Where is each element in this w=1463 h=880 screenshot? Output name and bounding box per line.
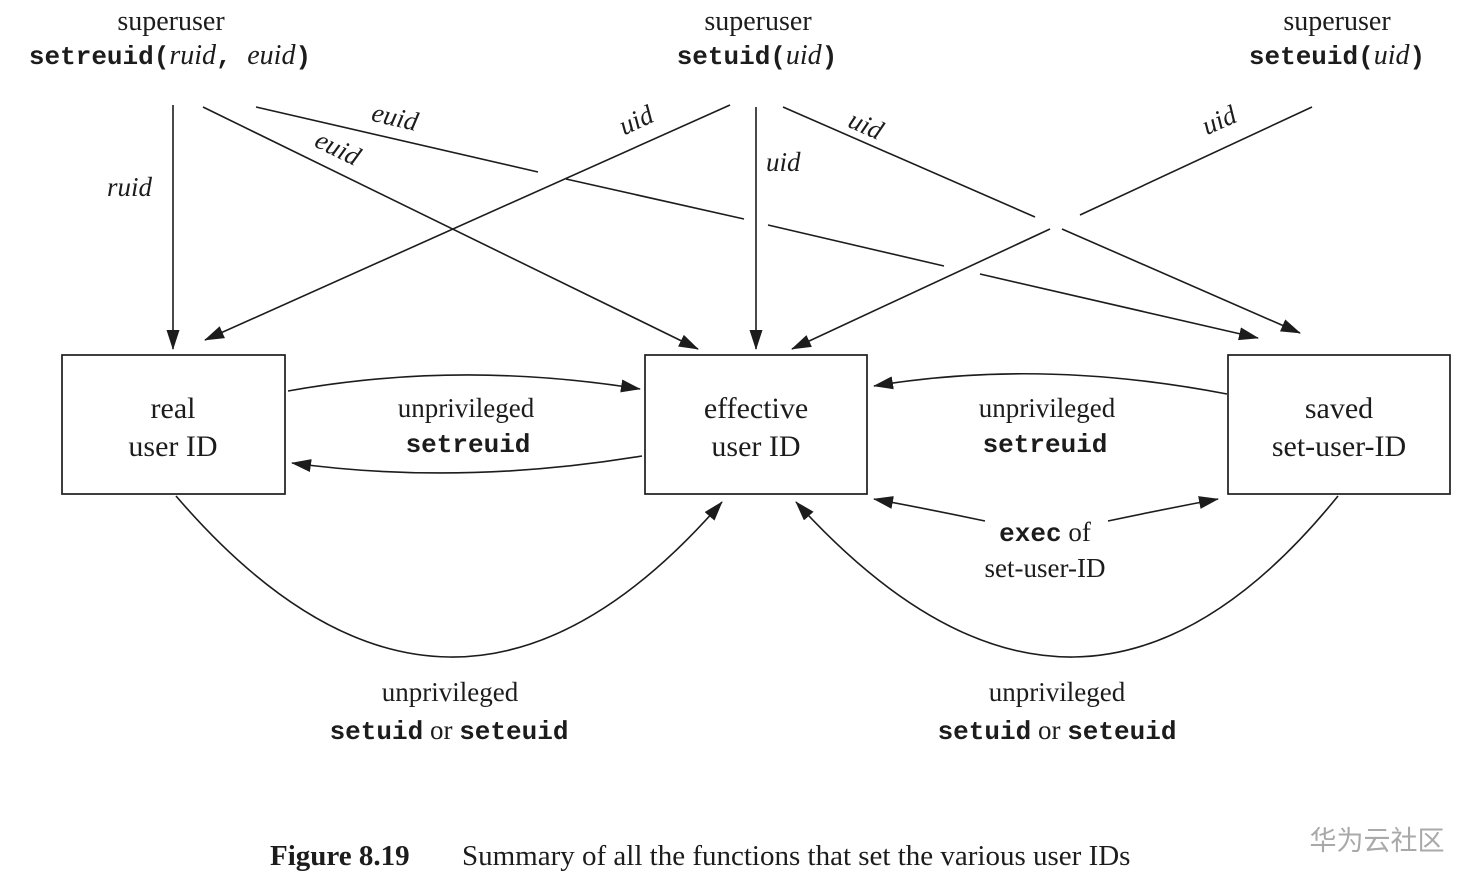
box-outline bbox=[61, 354, 286, 495]
seteuid-word: seteuid bbox=[459, 717, 568, 747]
fn-text: , bbox=[216, 42, 247, 72]
bottom-right-label-line1: unprivileged bbox=[989, 677, 1126, 707]
superuser-label: superuser bbox=[704, 6, 812, 37]
right-swap-label-line1: unprivileged bbox=[979, 393, 1116, 423]
exec-arrow-to-effective bbox=[873, 496, 986, 522]
ruid-arrow-label: ruid bbox=[107, 172, 153, 202]
fn-text: seteuid( bbox=[1249, 42, 1374, 72]
real-user-id-box: real user ID bbox=[61, 354, 286, 495]
seteuid-signature: seteuid(uid) bbox=[1249, 40, 1425, 72]
arrow-setuid-uid-to-saved bbox=[782, 106, 1301, 334]
arrow-setuid-uid-to-real bbox=[204, 104, 731, 341]
of-word: of bbox=[1062, 517, 1091, 547]
heading-seteuid: superuser seteuid(uid) bbox=[1249, 6, 1425, 72]
exec-label-line1: exec of bbox=[999, 517, 1091, 549]
left-swap-label-line2: setreuid bbox=[406, 430, 531, 460]
fn-text: setuid( bbox=[677, 42, 786, 72]
heading-setreuid: superuser setreuid(ruid, euid) bbox=[29, 6, 311, 72]
fn-text: setreuid( bbox=[29, 42, 169, 72]
arc-real-to-effective-setuid bbox=[175, 495, 723, 658]
saved-set-user-id-box: saved set-user-ID bbox=[1227, 354, 1451, 495]
euid-arrow-label: euid bbox=[311, 124, 366, 172]
line-segment bbox=[791, 228, 1051, 350]
heading-setuid: superuser setuid(uid) bbox=[677, 6, 838, 72]
fn-text: ) bbox=[295, 42, 311, 72]
box-label-line1: effective bbox=[704, 392, 808, 425]
uid-arrow-label: uid bbox=[844, 104, 888, 146]
left-swap-label-line1: unprivileged bbox=[398, 393, 535, 423]
line-segment bbox=[767, 224, 945, 267]
fn-param: ruid bbox=[169, 40, 217, 71]
line-segment bbox=[1079, 106, 1313, 216]
fn-text: ) bbox=[822, 42, 838, 72]
right-swap-label-line2: setreuid bbox=[983, 430, 1108, 460]
superuser-label: superuser bbox=[1283, 6, 1391, 37]
line-segment bbox=[1061, 228, 1301, 334]
uid-arrow-label: uid bbox=[614, 99, 658, 141]
fn-text: ) bbox=[1410, 42, 1426, 72]
caption-number: Figure 8.19 bbox=[270, 840, 410, 872]
fn-param: uid bbox=[1374, 40, 1411, 71]
box-label-line2: set-user-ID bbox=[1272, 430, 1406, 463]
uid-arrow-label: uid bbox=[1197, 99, 1241, 141]
watermark: 华为云社区 bbox=[1310, 826, 1445, 856]
box-outline bbox=[1227, 354, 1451, 495]
setreuid-signature: setreuid(ruid, euid) bbox=[29, 40, 311, 72]
box-outline bbox=[644, 354, 868, 495]
arrow-saved-to-effective-setreuid bbox=[873, 372, 1228, 395]
arc-saved-to-effective-setuid bbox=[795, 495, 1339, 658]
setuid-signature: setuid(uid) bbox=[677, 40, 838, 72]
line-segment bbox=[979, 273, 1259, 341]
euid-arrow-label: euid bbox=[369, 97, 422, 137]
figure-caption: Figure 8.19 Summary of all the functions … bbox=[270, 840, 1130, 872]
caption-text: Summary of all the functions that set th… bbox=[462, 840, 1130, 872]
setuid-word: setuid bbox=[938, 717, 1032, 747]
fn-param: uid bbox=[786, 40, 823, 71]
swap-arrow-real-to-effective bbox=[287, 374, 641, 393]
swap-arrow-effective-to-real bbox=[291, 455, 643, 474]
box-label-line1: saved bbox=[1305, 392, 1373, 425]
exec-label-line2: set-user-ID bbox=[985, 553, 1106, 583]
exec-arrow-to-saved bbox=[1107, 496, 1219, 522]
line-segment bbox=[565, 178, 745, 220]
setuid-word: setuid bbox=[330, 717, 424, 747]
seteuid-word: seteuid bbox=[1067, 717, 1176, 747]
box-label-line2: user ID bbox=[128, 430, 217, 463]
line-segment bbox=[782, 106, 1036, 218]
arrow-setreuid-euid-to-effective bbox=[202, 106, 699, 350]
box-label-line2: user ID bbox=[711, 430, 800, 463]
line-segment bbox=[255, 106, 539, 173]
bottom-left-label-line2: setuid or seteuid bbox=[330, 715, 569, 747]
arrow-seteuid-uid-to-effective bbox=[791, 106, 1313, 350]
or-word: or bbox=[423, 715, 459, 745]
exec-word: exec bbox=[999, 519, 1061, 549]
bottom-left-label-line1: unprivileged bbox=[382, 677, 519, 707]
uid-arrow-label: uid bbox=[766, 147, 801, 177]
superuser-label: superuser bbox=[117, 6, 225, 37]
box-label-line1: real bbox=[151, 392, 196, 425]
effective-user-id-box: effective user ID bbox=[644, 354, 868, 495]
fn-param: euid bbox=[247, 40, 296, 71]
bottom-right-label-line2: setuid or seteuid bbox=[938, 715, 1177, 747]
arrow-setreuid-euid-to-saved bbox=[255, 106, 1259, 341]
or-word: or bbox=[1031, 715, 1067, 745]
